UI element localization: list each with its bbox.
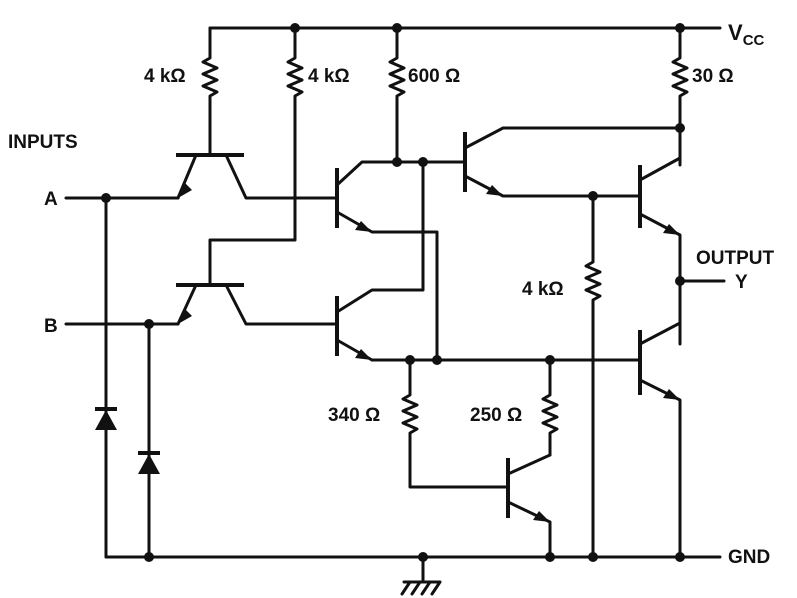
phase-splitter-2-arrow bbox=[355, 349, 372, 360]
darlington-2-arrow bbox=[663, 224, 680, 235]
vcc-label: VCC bbox=[728, 20, 765, 49]
output-label: OUTPUT bbox=[696, 248, 775, 269]
input-b-label: B bbox=[44, 316, 58, 337]
r-darlington-label: 4 kΩ bbox=[522, 279, 564, 300]
inputs-label: INPUTS bbox=[8, 132, 78, 153]
phase-splitter-1 bbox=[335, 160, 439, 364]
clamp-diode-b-icon bbox=[138, 454, 160, 474]
resistor-600 bbox=[388, 26, 406, 162]
darlington-1-arrow bbox=[486, 185, 503, 196]
r-pullup-label: 30 Ω bbox=[692, 66, 734, 87]
squaring-transistor bbox=[506, 453, 552, 559]
r-emitter-label: 340 Ω bbox=[328, 405, 380, 426]
darlington-1 bbox=[463, 126, 682, 198]
output-transistor-arrow bbox=[663, 389, 680, 400]
r-squaring-label: 250 Ω bbox=[470, 405, 522, 426]
r-input-b-label: 4 kΩ bbox=[308, 66, 350, 87]
resistor-4k-b bbox=[208, 26, 304, 287]
ground-icon bbox=[400, 555, 442, 596]
input-a-label: A bbox=[44, 189, 58, 210]
phase-splitter-1-arrow bbox=[355, 221, 372, 232]
resistor-4k-a bbox=[201, 26, 219, 157]
input-transistor-b-arrow bbox=[178, 308, 192, 324]
output-transistor bbox=[638, 279, 682, 559]
resistor-250 bbox=[541, 358, 559, 457]
input-transistor-a bbox=[176, 153, 337, 200]
output-y-label: Y bbox=[735, 272, 748, 293]
resistor-30 bbox=[671, 26, 689, 167]
input-transistor-b bbox=[176, 283, 337, 326]
input-transistor-a-arrow bbox=[178, 182, 192, 198]
resistor-340 bbox=[401, 358, 510, 489]
resistor-4k-darlington bbox=[584, 194, 602, 559]
darlington-2 bbox=[638, 126, 682, 346]
r-phase-splitter-label: 600 Ω bbox=[408, 66, 460, 87]
junction-dots bbox=[101, 23, 685, 562]
phase-splitter-2 bbox=[335, 160, 425, 362]
clamp-diode-a-icon bbox=[95, 410, 117, 430]
squaring-transistor-arrow bbox=[533, 511, 550, 522]
gnd-label: GND bbox=[728, 547, 770, 568]
r-input-a-label: 4 kΩ bbox=[144, 66, 186, 87]
